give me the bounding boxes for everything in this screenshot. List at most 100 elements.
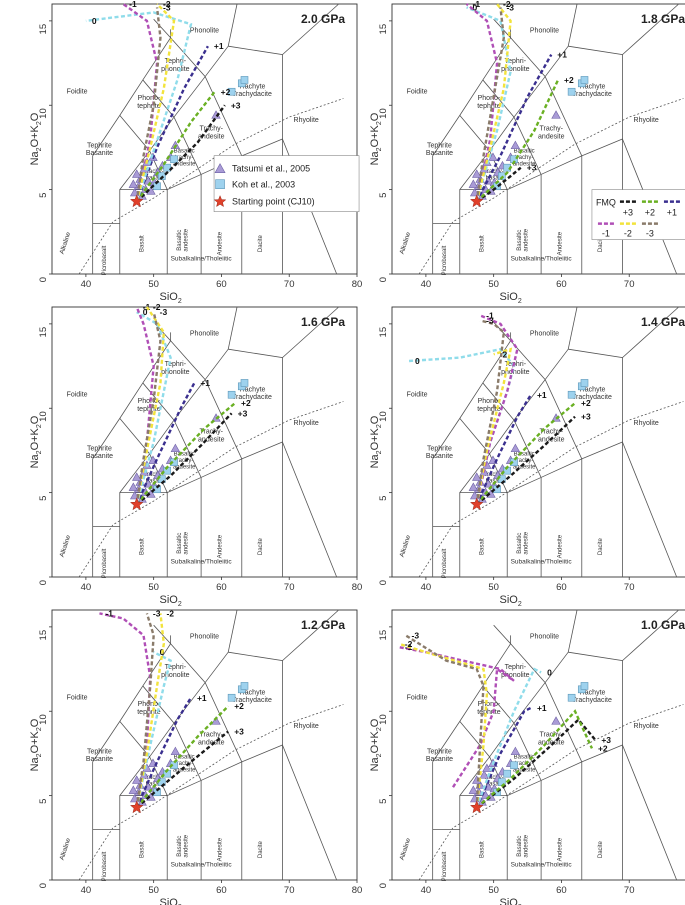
field-label-basaltic_trachyandesite-line: Basaltic bbox=[174, 755, 195, 761]
field-label-andesite: Andesite bbox=[557, 534, 563, 558]
x-tick-label: 70 bbox=[284, 582, 295, 593]
y-axis-label-part: 2 bbox=[36, 450, 43, 454]
fmq-line-label-minus2: -2 bbox=[500, 349, 508, 359]
fmq-line-plus3 bbox=[476, 166, 522, 203]
field-label-phonotephrite-line: tephrite bbox=[477, 709, 500, 716]
field-boundary-line bbox=[282, 306, 339, 358]
fmq-line-label-plus1: +1 bbox=[197, 693, 207, 703]
field-label-subalkaline: Subalkaline/Tholeiitic bbox=[171, 256, 233, 263]
field-label-tephrite-line: Tephrite bbox=[87, 748, 112, 755]
starting-point-star bbox=[469, 800, 484, 814]
panel-0: FoiditePhonoliteTephri-phonolitePhono-te… bbox=[29, 0, 362, 305]
koh-square-marker bbox=[240, 76, 249, 84]
field-boundary-line bbox=[622, 3, 679, 55]
fmq-line-minus3 bbox=[135, 7, 162, 202]
y-axis-label-part: 2 bbox=[376, 147, 383, 151]
fmq-line-label-plus1: +1 bbox=[214, 41, 224, 51]
x-axis-label-main: SiO bbox=[159, 897, 178, 905]
fmq-line-label-plus2: +2 bbox=[598, 743, 608, 753]
field-label-tephriphonolite: Tephri-phonolite bbox=[501, 664, 530, 679]
y-axis-label-part: Na bbox=[369, 756, 381, 771]
field-label-basaltic_andesite-line: andesite bbox=[183, 531, 189, 554]
fmq-legend-title: FMQ bbox=[596, 198, 616, 208]
field-label-basaltic_andesite-line: Basaltic bbox=[517, 230, 523, 251]
legend-koh-marker bbox=[215, 179, 225, 189]
field-label-trachyte-line: Trachyte bbox=[238, 386, 265, 393]
field-label-trachybasalt-line: basalt bbox=[486, 781, 502, 787]
tatsumi-triangle-marker bbox=[510, 140, 521, 150]
x-axis-label-main: SiO bbox=[499, 594, 518, 606]
field-label-trachyandesite-line: andesite bbox=[538, 133, 565, 140]
field-label-dacite: Dacite bbox=[258, 234, 264, 252]
y-tick-label: 0 bbox=[378, 580, 389, 585]
x-tick-label: 40 bbox=[81, 279, 92, 290]
legend-star-label: Starting point (CJ10) bbox=[232, 197, 315, 207]
fmq-line-label-plus3: +3 bbox=[231, 100, 241, 110]
x-axis-label-main: SiO bbox=[159, 594, 178, 606]
legend-koh-label: Koh et al., 2003 bbox=[232, 180, 295, 190]
tatsumi-triangle-marker bbox=[551, 716, 561, 725]
field-label-basaltic_andesite-line: andesite bbox=[523, 531, 529, 554]
tatsumi-triangle-marker bbox=[510, 443, 521, 453]
field-boundary-line bbox=[92, 29, 172, 274]
field-label-tephriphonolite-line: Tephri- bbox=[505, 361, 527, 368]
fmq-line-label-minus2: -2 bbox=[153, 302, 161, 312]
koh-square-marker bbox=[227, 390, 236, 399]
y-axis-label-part: 2 bbox=[36, 424, 43, 428]
field-label-basaltic_trachyandesite-line: trachy- bbox=[175, 155, 193, 161]
fmq-line-label-plus1: +1 bbox=[200, 378, 210, 388]
tatsumi-triangle-marker bbox=[170, 746, 181, 756]
field-label-trachybasalt-line: Trachy- bbox=[484, 775, 504, 781]
field-label-tephrite-line: Basanite bbox=[426, 150, 453, 157]
field-label-basaltic_trachyandesite-line: andesite bbox=[173, 768, 196, 774]
panel-4: FoiditePhonoliteTephri-phonolitePhono-te… bbox=[29, 608, 362, 905]
y-axis-label-part: O+K bbox=[29, 124, 41, 147]
field-label-rhyolite: Rhyolite bbox=[634, 117, 659, 124]
field-label-trachyandesite-line: Trachy- bbox=[540, 126, 564, 133]
field-label-basaltic_andesite-line: Basaltic bbox=[177, 836, 183, 857]
koh-square-marker bbox=[227, 87, 236, 96]
fmq-line-minus2 bbox=[135, 306, 166, 505]
fmq-line-zero bbox=[85, 11, 193, 202]
koh-square-marker bbox=[240, 682, 249, 690]
field-label-picrobasalt: Picrobasalt bbox=[442, 548, 448, 578]
field-label-trachybasalt-line: Trachy- bbox=[484, 169, 504, 175]
field-label-basaltic_andesite: Basalticandesite bbox=[177, 834, 190, 857]
x-tick-label: 70 bbox=[624, 582, 635, 593]
x-tick-label: 50 bbox=[488, 582, 499, 593]
field-label-tephriphonolite: Tephri-phonolite bbox=[161, 58, 190, 73]
y-tick-label: 15 bbox=[378, 24, 389, 35]
field-label-basaltic_trachyandesite-line: Basaltic bbox=[174, 149, 195, 155]
x-tick-label: 40 bbox=[81, 885, 92, 896]
koh-square-marker bbox=[227, 693, 236, 702]
tatsumi-triangle-marker bbox=[472, 472, 482, 481]
field-label-basalt: Basalt bbox=[480, 538, 486, 555]
field-label-foidite: Foidite bbox=[407, 694, 428, 701]
y-axis-label-part: 2 bbox=[36, 121, 43, 125]
fmq-line-plus3 bbox=[475, 415, 576, 506]
panel-title: 1.6 GPa bbox=[301, 315, 345, 329]
fmq-line-plus3 bbox=[135, 104, 226, 203]
x-tick-label: 70 bbox=[284, 885, 295, 896]
x-tick-label: 60 bbox=[556, 582, 567, 593]
field-label-basaltic_andesite-line: Basaltic bbox=[177, 230, 183, 251]
field-label-rhyolite: Rhyolite bbox=[294, 420, 319, 427]
field-label-trachybasalt-line: Trachy- bbox=[144, 169, 164, 175]
field-label-trachyandesite-line: Trachy- bbox=[540, 429, 564, 436]
field-boundary-line bbox=[493, 624, 583, 880]
x-tick-label: 50 bbox=[148, 279, 159, 290]
field-label-basaltic_andesite-line: andesite bbox=[523, 228, 529, 251]
fmq-line-label-zero: 0 bbox=[473, 2, 478, 12]
field-label-basaltic_trachyandesite-line: trachy- bbox=[515, 761, 533, 767]
y-axis-label-part: O bbox=[29, 112, 41, 121]
plot-frame bbox=[51, 306, 358, 578]
x-tick-label: 60 bbox=[216, 279, 227, 290]
